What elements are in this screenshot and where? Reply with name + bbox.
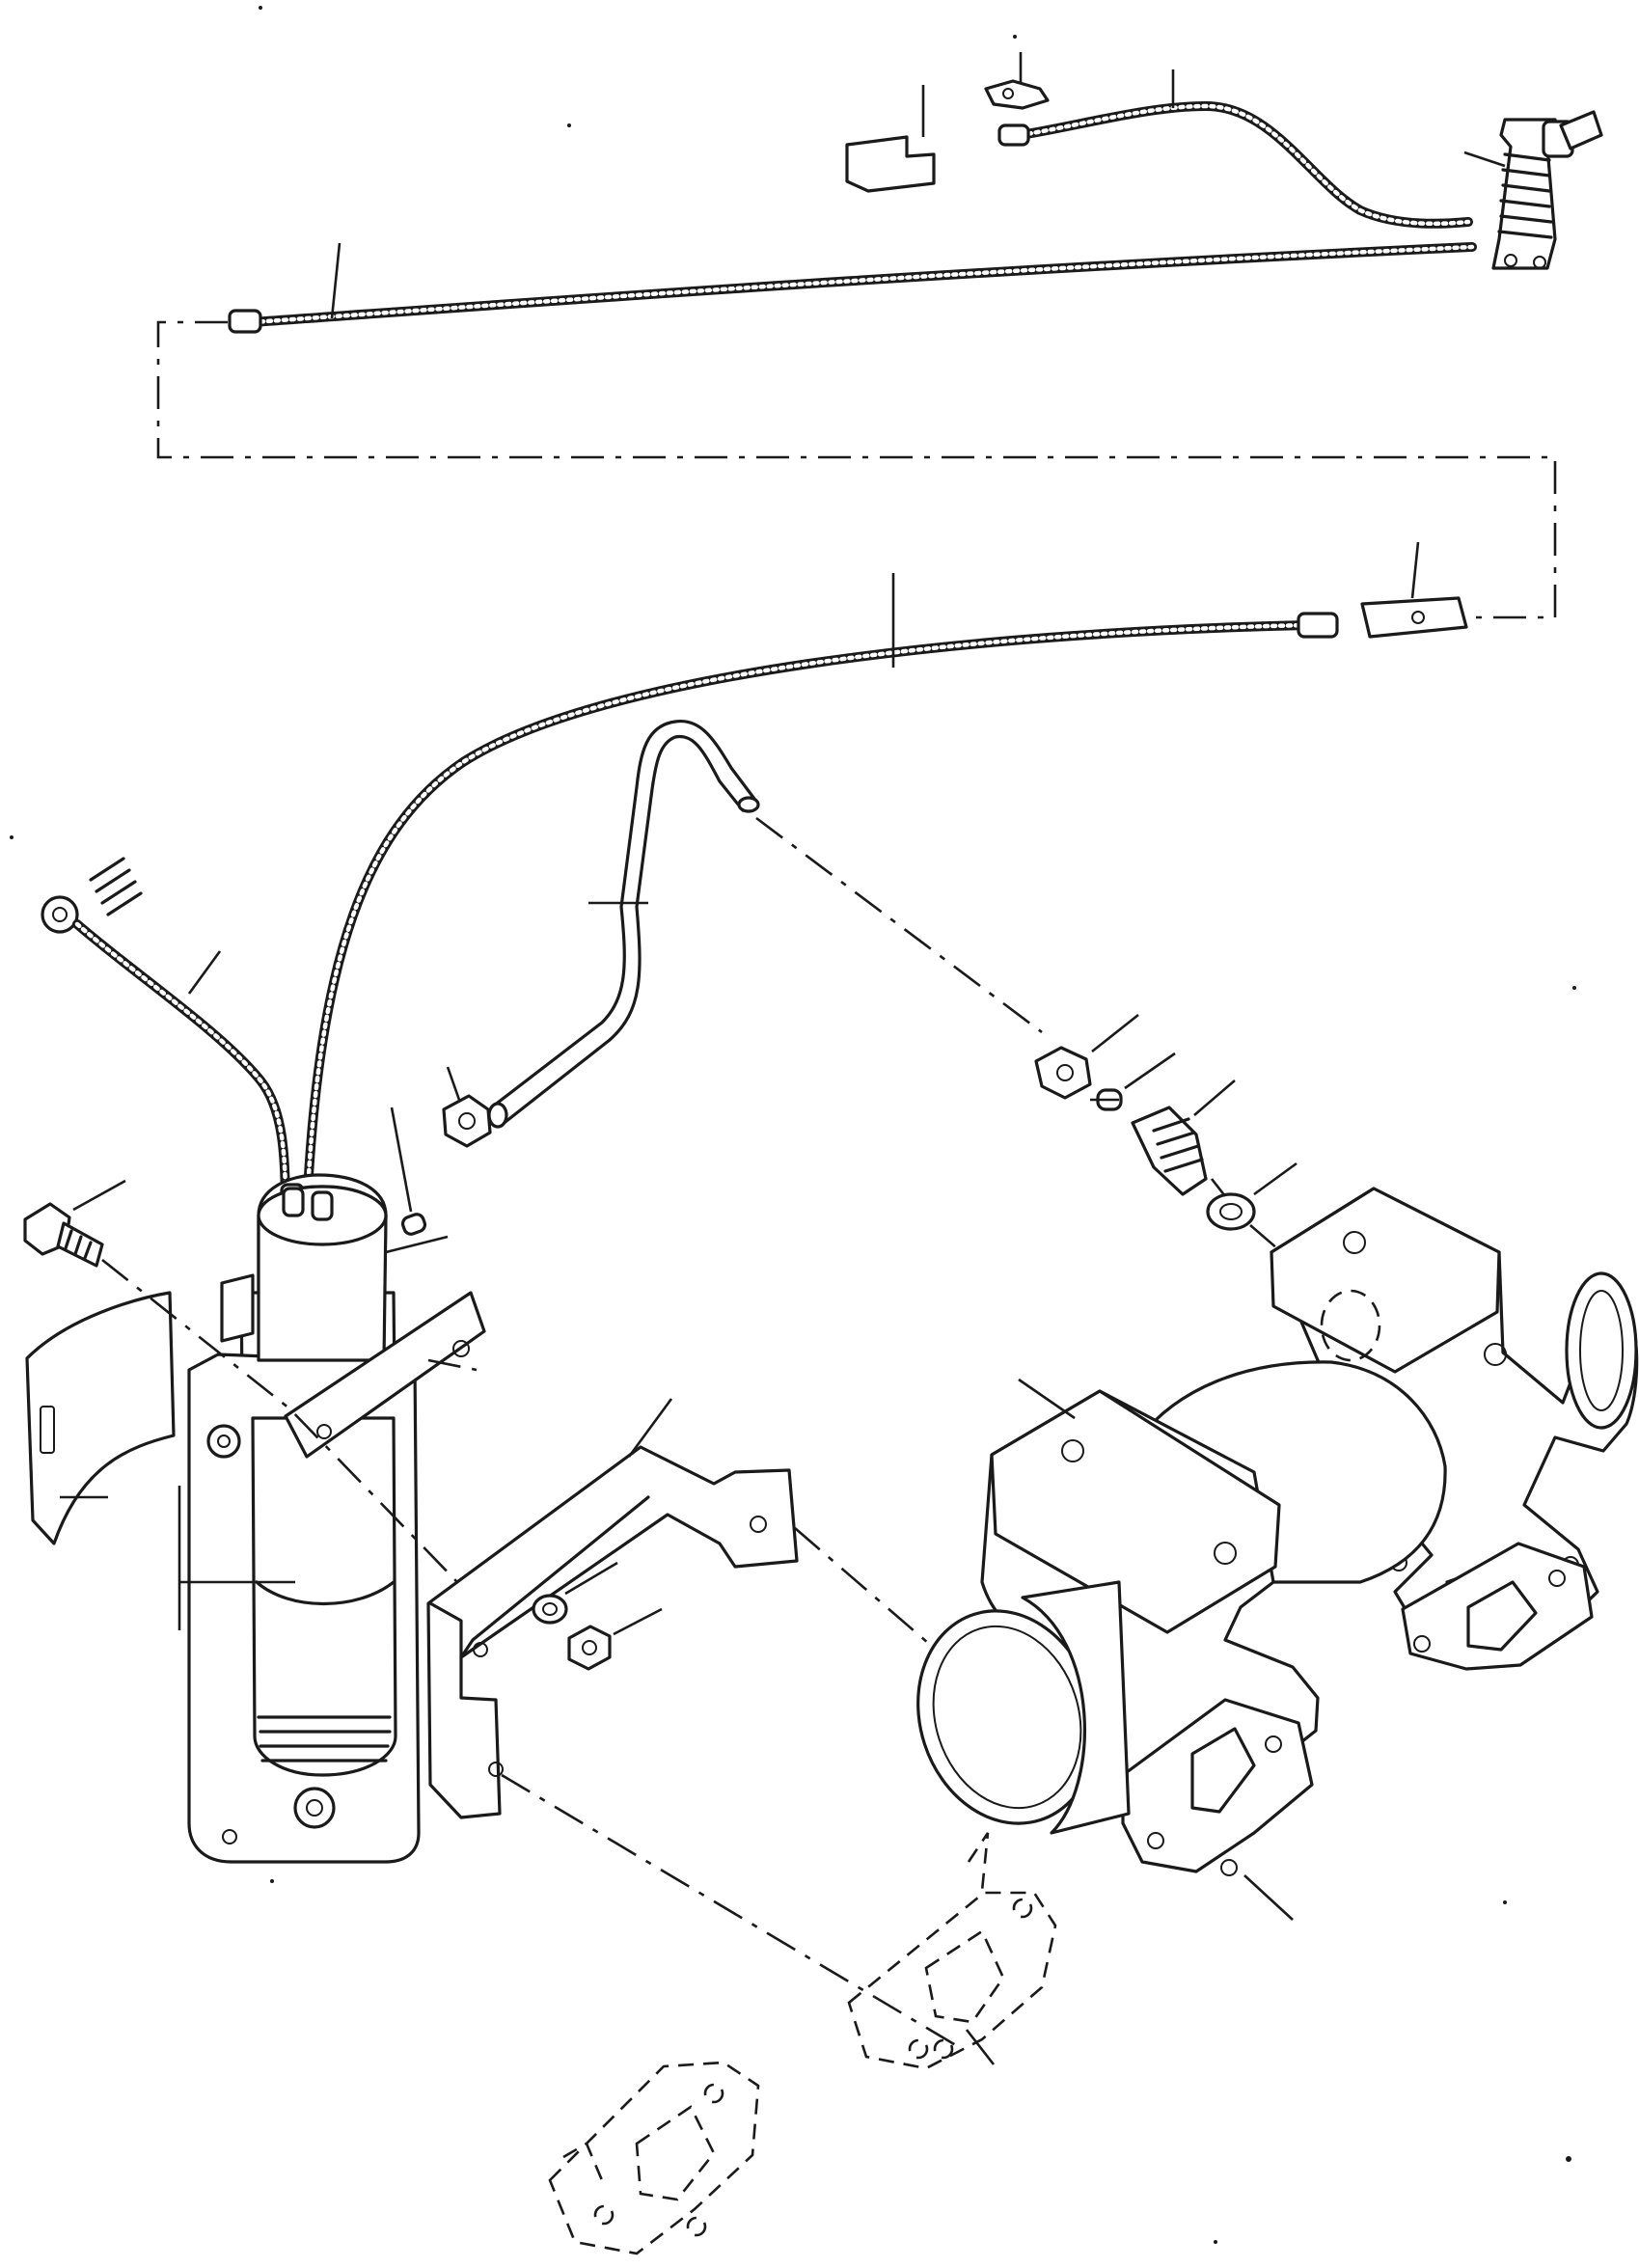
- small-terminal-clip: [984, 52, 1050, 110]
- pipe-routing-line: [755, 816, 1334, 1298]
- short-wire-to-switch: [997, 69, 1473, 229]
- olive-sleeve-left: [390, 1107, 427, 1236]
- union-nut-left: [442, 1066, 492, 1148]
- sealing-washer: [1206, 1161, 1298, 1231]
- spring-washer: [532, 1561, 618, 1625]
- mid-connector-block: [1360, 541, 1468, 639]
- hex-bolt: [23, 1179, 126, 1268]
- scan-specks: [10, 6, 1576, 2244]
- intake-manifold: [916, 1187, 1639, 1921]
- thermostart-plug: [1131, 1079, 1236, 1196]
- long-lower-wire: [302, 573, 1339, 1216]
- ground-wire: [41, 857, 290, 1216]
- union-nut-right: [1034, 1013, 1139, 1100]
- mounting-bracket: [426, 1398, 799, 1819]
- gasket-lower: [548, 2061, 760, 2255]
- clamp-strap: [25, 1291, 176, 1545]
- hex-nut: [567, 1607, 663, 1671]
- push-button-switch: [1463, 110, 1603, 270]
- bolt-routing-line: [101, 1258, 478, 1583]
- long-upper-wire: [228, 242, 1477, 334]
- fuel-pipe: [487, 719, 760, 1129]
- gasket-upper: [847, 1832, 1057, 2070]
- harness-routing-line: [156, 320, 1557, 619]
- upper-connector-clip: [845, 85, 936, 193]
